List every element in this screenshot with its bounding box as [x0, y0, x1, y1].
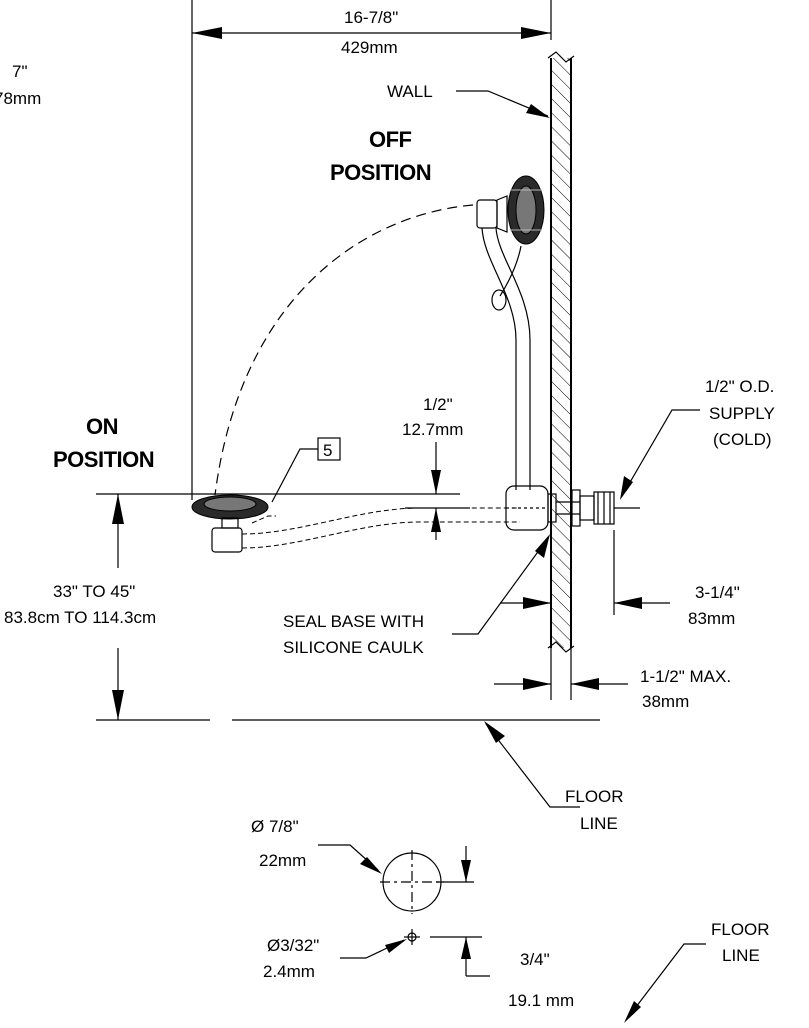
max-inches: 1-1/2" MAX. [640, 667, 731, 686]
width-dimension: 16-7/8" 429mm [191, 0, 551, 500]
width-mm: 429mm [341, 38, 398, 57]
swing-arc [214, 204, 474, 496]
half-inches: 1/2" [423, 395, 453, 414]
off-label-line1: OFF [369, 127, 412, 152]
off-label-line2: POSITION [330, 160, 431, 185]
half-mm: 12.7mm [402, 420, 463, 439]
height-cm: 83.8cm TO 114.3cm [4, 608, 156, 627]
floor1-line1: FLOOR [565, 787, 624, 806]
max-mm: 38mm [642, 692, 689, 711]
half-inch-dimension: 1/2" 12.7mm [402, 395, 470, 540]
hole-big-inches: Ø 7/8" [251, 817, 299, 836]
offset-dimension: 3-1/4" 83mm [500, 530, 740, 628]
max-dimension: 1-1/2" MAX. 38mm [494, 648, 731, 711]
supply-line1: 1/2" O.D. [705, 377, 774, 396]
height-inches: 33" TO 45" [53, 582, 135, 601]
supply-callout: 1/2" O.D. SUPPLY (COLD) [620, 377, 775, 500]
supply-line2: SUPPLY [709, 404, 775, 423]
wall-label: WALL [387, 82, 433, 101]
spacing-inches: 3/4" [520, 950, 550, 969]
hole-small-mm: 2.4mm [263, 962, 315, 981]
on-label-line1: ON [86, 414, 118, 439]
fixture-off-position [476, 175, 545, 490]
supply-line3: (COLD) [713, 430, 772, 449]
hole-big-mm: 22mm [259, 851, 306, 870]
spacing-mm: 19.1 mm [508, 991, 574, 1010]
wall-section [547, 0, 575, 700]
valve-assembly [505, 485, 640, 531]
offset-mm: 83mm [688, 609, 735, 628]
seal-callout: SEAL BASE WITH SILICONE CAULK [283, 534, 550, 657]
callout-number: 5 [323, 441, 332, 460]
height-dimension: 33" TO 45" 83.8cm TO 114.3cm [4, 494, 156, 720]
floor2-callout: FLOOR LINE [624, 920, 770, 1023]
on-label-line2: POSITION [53, 447, 154, 472]
floor2-line1: FLOOR [711, 920, 770, 939]
floor2-line2: LINE [722, 946, 760, 965]
width-inches: 16-7/8" [344, 8, 398, 27]
wall-callout: WALL [387, 82, 550, 118]
hole-detail [380, 846, 490, 977]
floor-line: FLOOR LINE [96, 719, 624, 833]
left-dim-mm: 78mm [0, 89, 41, 108]
floor1-line2: LINE [580, 814, 618, 833]
offset-inches: 3-1/4" [695, 583, 740, 602]
callout-5: 5 [271, 437, 341, 503]
hole-small-inches: Ø3/32" [267, 936, 319, 955]
left-dim-inches: 7" [12, 62, 28, 81]
seal-line1: SEAL BASE WITH [283, 612, 424, 631]
seal-line2: SILICONE CAULK [283, 638, 424, 657]
fixture-on-position [191, 494, 520, 553]
